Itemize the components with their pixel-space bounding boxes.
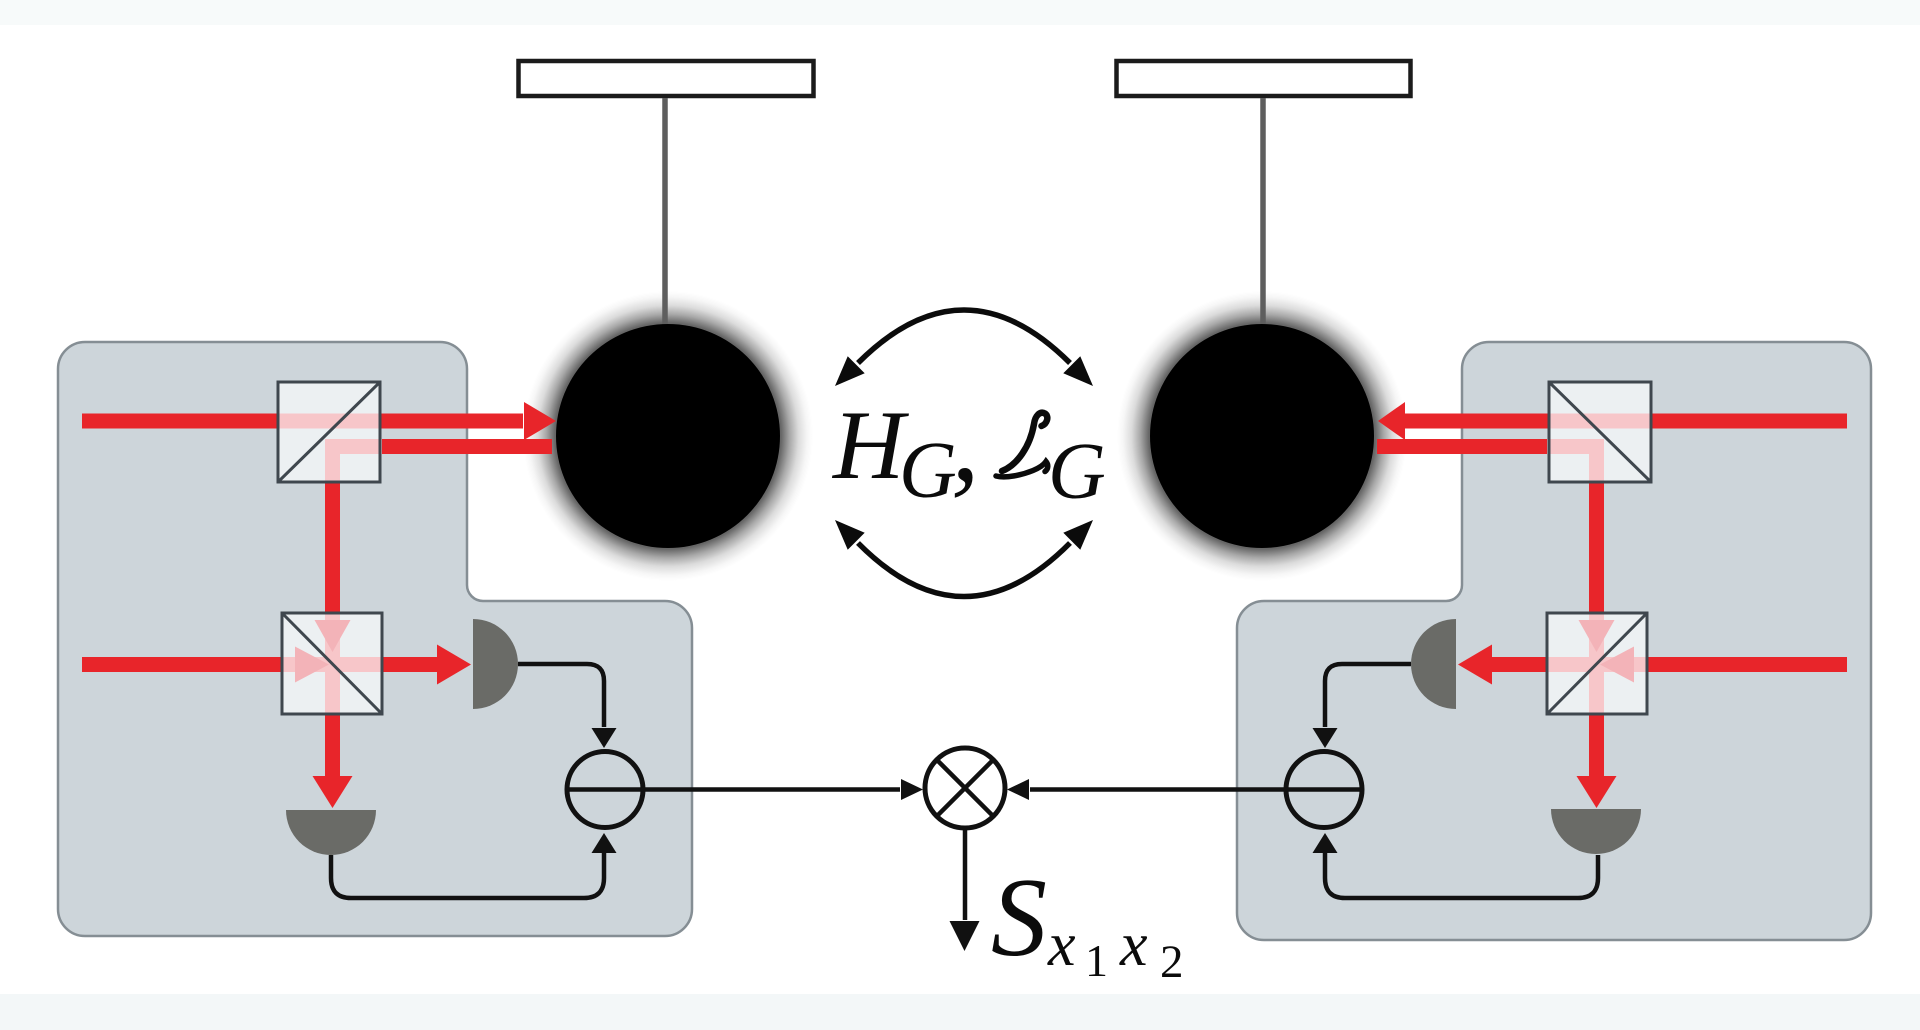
- svg-text:x: x: [1047, 911, 1076, 979]
- svg-text:G: G: [899, 427, 957, 515]
- svg-text:,: ,: [951, 378, 980, 505]
- svg-text:1: 1: [1085, 935, 1108, 986]
- svg-text:S: S: [991, 856, 1047, 980]
- svg-text:2: 2: [1160, 936, 1184, 988]
- svg-text:H: H: [831, 391, 909, 500]
- svg-text:G: G: [1048, 428, 1106, 516]
- svg-text:x: x: [1119, 911, 1148, 979]
